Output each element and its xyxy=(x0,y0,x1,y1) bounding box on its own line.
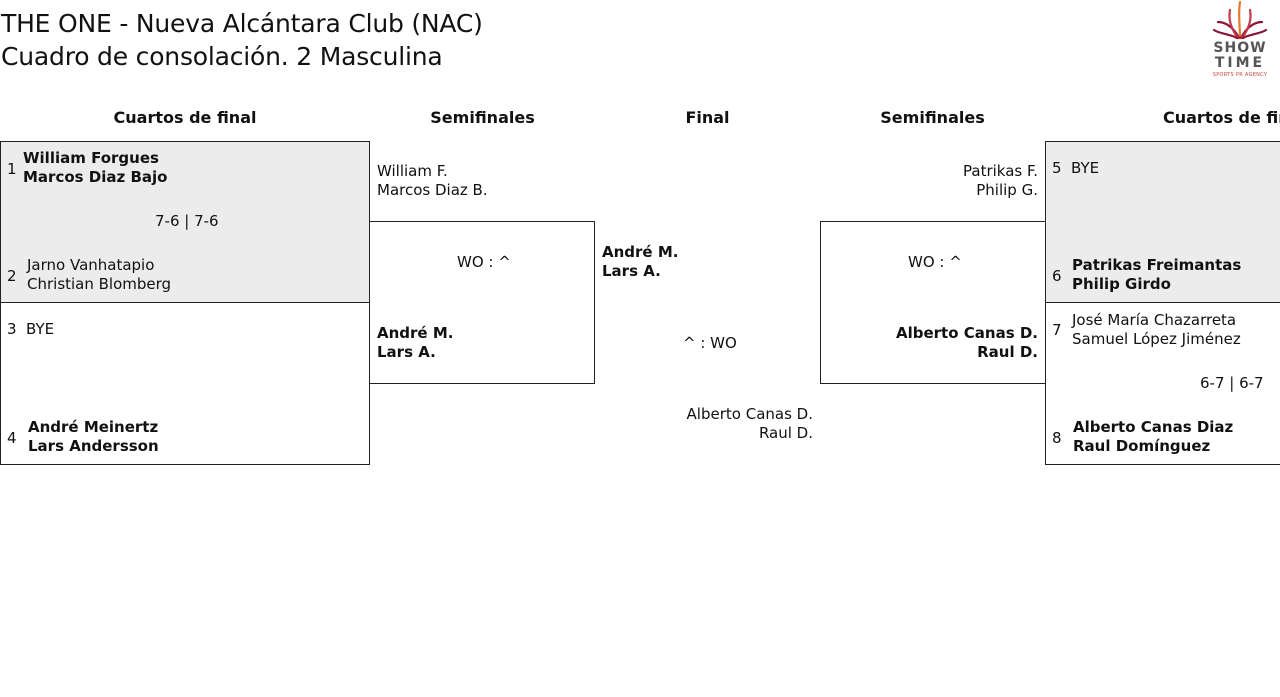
match-score: WO : ^ xyxy=(908,253,962,271)
player-names[interactable]: Alberto Canas Diaz Raul Domínguez xyxy=(1073,418,1233,456)
seed-number: 4 xyxy=(7,429,17,447)
player-names[interactable]: Patrikas F. Philip G. xyxy=(963,162,1038,200)
seed-number: 2 xyxy=(7,267,17,285)
match-box-left-qf-1[interactable] xyxy=(0,141,370,303)
player-name: Alberto Canas Diaz xyxy=(1073,418,1234,436)
seed-number: 3 xyxy=(7,320,17,338)
player-name: Jarno Vanhatapio xyxy=(27,256,155,274)
player-name: André M. xyxy=(377,324,454,342)
player-name: William F. xyxy=(377,162,448,180)
round-header-left-sf: Semifinales xyxy=(430,108,535,127)
match-score: 7-6 | 7-6 xyxy=(155,212,219,230)
player-name: André M. xyxy=(602,243,679,261)
player-names[interactable]: Alberto Canas D. Raul D. xyxy=(687,405,813,443)
player-name: Lars A. xyxy=(377,343,436,361)
player-names[interactable]: William F. Marcos Diaz B. xyxy=(377,162,488,200)
seed-number: 6 xyxy=(1052,267,1062,285)
match-score: WO : ^ xyxy=(457,253,511,271)
player-name: André Meinertz xyxy=(28,418,159,436)
player-names[interactable]: William Forgues Marcos Diaz Bajo xyxy=(23,149,167,187)
player-names[interactable]: Jarno Vanhatapio Christian Blomberg xyxy=(27,256,171,294)
player-name: Raul D. xyxy=(977,343,1038,361)
match-box-left-sf[interactable] xyxy=(369,221,595,384)
showtime-logo-icon xyxy=(1212,0,1268,40)
player-name: Lars A. xyxy=(602,262,661,280)
player-names[interactable]: José María Chazarreta Samuel López Jimén… xyxy=(1072,311,1241,349)
player-names[interactable]: Alberto Canas D. Raul D. xyxy=(896,324,1038,362)
seed-number: 5 xyxy=(1052,159,1062,177)
player-name: Philip G. xyxy=(976,181,1038,199)
round-header-final: Final xyxy=(685,108,730,127)
player-name: Philip Girdo xyxy=(1072,275,1171,293)
seed-number: 7 xyxy=(1052,321,1062,339)
logo-text-line1: SHOW xyxy=(1213,40,1267,56)
player-name: Alberto Canas D. xyxy=(896,324,1038,342)
page-subtitle: Cuadro de consolación. 2 Masculina xyxy=(1,42,443,71)
player-name: Samuel López Jiménez xyxy=(1072,330,1241,348)
player-name: Raul Domínguez xyxy=(1073,437,1211,455)
player-names[interactable]: André M. Lars A. xyxy=(377,324,453,362)
match-box-right-qf-1[interactable] xyxy=(1045,141,1280,303)
player-name-bye: BYE xyxy=(26,320,55,338)
page-title: THE ONE - Nueva Alcántara Club (NAC) xyxy=(1,9,483,38)
player-name: Patrikas F. xyxy=(963,162,1038,180)
player-names[interactable]: André Meinertz Lars Andersson xyxy=(28,418,159,456)
player-names[interactable]: Patrikas Freimantas Philip Girdo xyxy=(1072,256,1241,294)
logo-tagline: SPORTS PR AGENCY xyxy=(1212,72,1268,78)
round-header-right-sf: Semifinales xyxy=(880,108,985,127)
match-score: 6-7 | 6-7 xyxy=(1200,374,1264,392)
player-name: José María Chazarreta xyxy=(1072,311,1237,329)
player-name: Lars Andersson xyxy=(28,437,159,455)
player-name: Patrikas Freimantas xyxy=(1072,256,1242,274)
player-name-bye: BYE xyxy=(1071,159,1100,177)
player-name: Raul D. xyxy=(758,424,813,442)
player-name: Marcos Diaz B. xyxy=(377,181,488,199)
match-score: ^ : WO xyxy=(683,334,737,352)
player-names[interactable]: André M. Lars A. xyxy=(602,243,678,281)
round-header-left-qf: Cuartos de final xyxy=(113,108,257,127)
player-name: Christian Blomberg xyxy=(27,275,172,293)
round-header-right-qf: Cuartos de fin xyxy=(1163,108,1280,127)
player-name: Marcos Diaz Bajo xyxy=(23,168,168,186)
logo-text-line2: TIME xyxy=(1214,55,1266,71)
player-name: William Forgues xyxy=(23,149,159,167)
seed-number: 1 xyxy=(7,160,17,178)
player-name: Alberto Canas D. xyxy=(686,405,813,423)
match-box-right-qf-2[interactable] xyxy=(1045,302,1280,465)
seed-number: 8 xyxy=(1052,429,1062,447)
